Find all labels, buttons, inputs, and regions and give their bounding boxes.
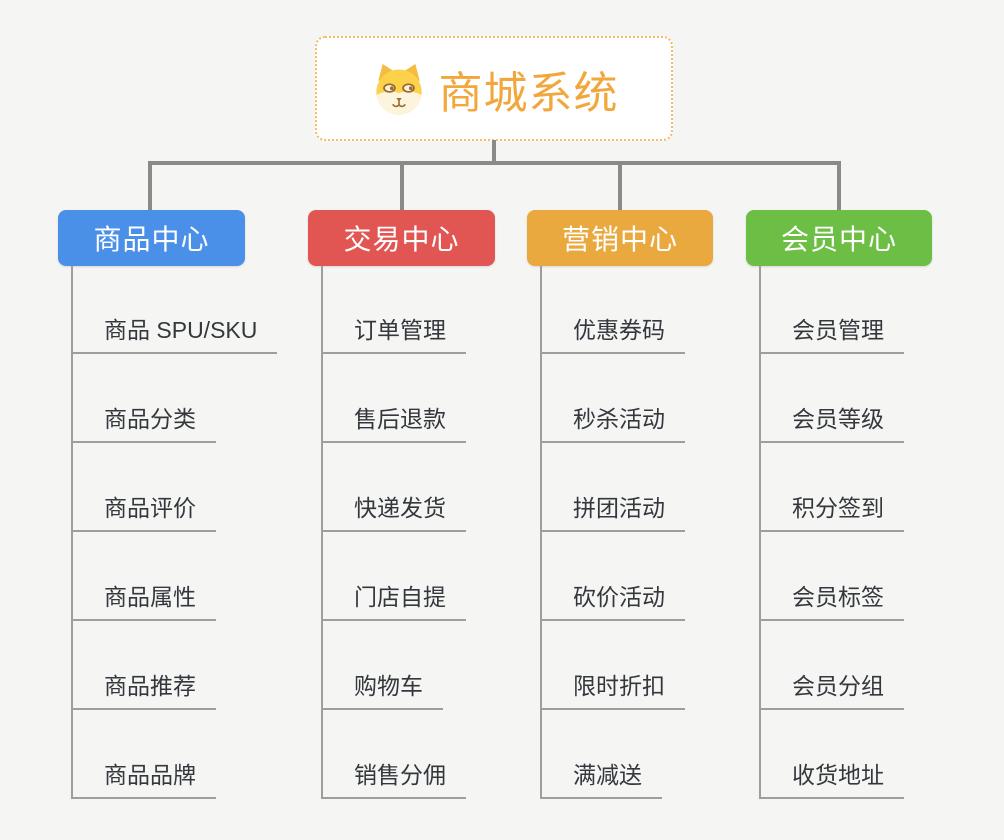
connector-drop	[837, 163, 841, 210]
leaf-node[interactable]: 限时折扣	[540, 667, 685, 710]
leaf-node[interactable]: 砍价活动	[540, 578, 685, 621]
leaf-node[interactable]: 商品分类	[71, 400, 216, 443]
connector-rail	[148, 161, 841, 165]
leaf-node[interactable]: 商品品牌	[71, 756, 216, 799]
branch-node-members[interactable]: 会员中心	[746, 210, 932, 266]
leaf-node[interactable]: 商品属性	[71, 578, 216, 621]
branch-node-products[interactable]: 商品中心	[58, 210, 245, 266]
leaf-node[interactable]: 门店自提	[321, 578, 466, 621]
root-title: 商城系统	[438, 68, 619, 118]
branch-column-products: 商品 SPU/SKU 商品分类 商品评价 商品属性 商品推荐 商品品牌	[71, 266, 321, 799]
connector-drop	[400, 163, 404, 210]
leaf-node[interactable]: 商品评价	[71, 489, 216, 532]
branch-column-marketing: 优惠券码 秒杀活动 拼团活动 砍价活动 限时折扣 满减送	[540, 266, 790, 799]
branch-node-trade[interactable]: 交易中心	[308, 210, 495, 266]
leaf-node[interactable]: 购物车	[321, 667, 443, 710]
branch-node-marketing[interactable]: 营销中心	[527, 210, 713, 266]
leaf-node[interactable]: 会员标签	[759, 578, 904, 621]
root-node[interactable]: 商城系统	[315, 36, 673, 141]
leaf-node[interactable]: 会员管理	[759, 311, 904, 354]
branch-column-trade: 订单管理 售后退款 快递发货 门店自提 购物车 销售分佣	[321, 266, 571, 799]
leaf-node[interactable]: 积分签到	[759, 489, 904, 532]
connector-drop	[148, 163, 152, 210]
leaf-node[interactable]: 拼团活动	[540, 489, 685, 532]
leaf-node[interactable]: 销售分佣	[321, 756, 466, 799]
leaf-node[interactable]: 收货地址	[759, 756, 904, 799]
leaf-node[interactable]: 售后退款	[321, 400, 466, 443]
leaf-node[interactable]: 秒杀活动	[540, 400, 685, 443]
leaf-node[interactable]: 订单管理	[321, 311, 466, 354]
leaf-node[interactable]: 商品 SPU/SKU	[71, 311, 278, 354]
leaf-node[interactable]: 满减送	[540, 756, 662, 799]
branch-column-members: 会员管理 会员等级 积分签到 会员标签 会员分组 收货地址	[759, 266, 1004, 799]
connector-trunk	[492, 140, 496, 165]
connector-drop	[618, 163, 622, 210]
leaf-node[interactable]: 优惠券码	[540, 311, 685, 354]
leaf-node[interactable]: 快递发货	[321, 489, 466, 532]
leaf-node[interactable]: 会员等级	[759, 400, 904, 443]
leaf-node[interactable]: 商品推荐	[71, 667, 216, 710]
leaf-node[interactable]: 会员分组	[759, 667, 904, 710]
dog-face-icon	[375, 64, 422, 115]
